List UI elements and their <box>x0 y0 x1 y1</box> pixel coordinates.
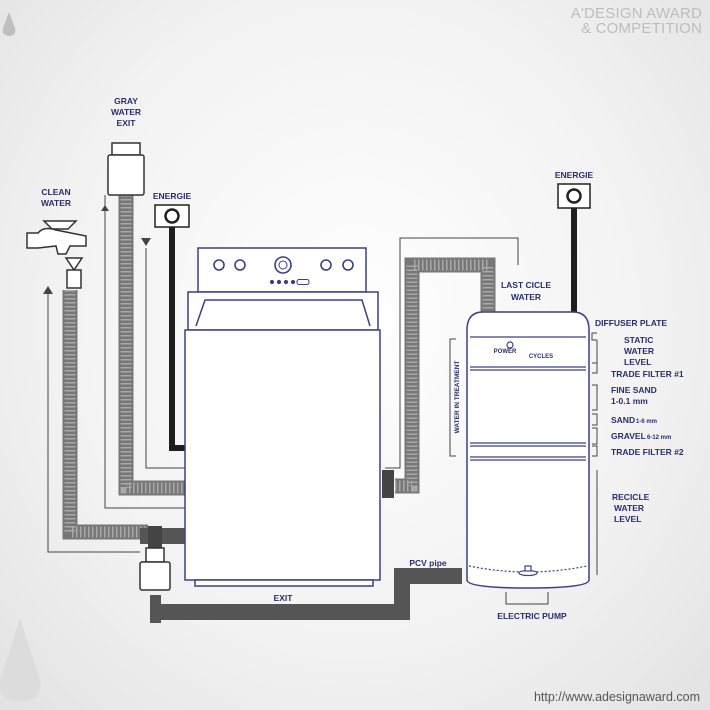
recicle-label: RECICLE <box>612 492 650 502</box>
brand-line-2: & COMPETITION <box>581 20 702 37</box>
logo-drop-bottom-icon <box>0 618 41 702</box>
exit-label: EXIT <box>274 593 294 603</box>
flow-arrow-icon <box>101 205 109 211</box>
brand-line-1: A'DESIGN AWARD <box>570 5 702 22</box>
sand-label: SAND <box>611 415 635 425</box>
electric-pump-icon <box>518 565 538 577</box>
energie-label-left: ENERGIE <box>153 191 192 201</box>
pcv-pipe-label: PCV pipe <box>409 558 447 568</box>
energie-label-right: ENERGIE <box>555 170 594 180</box>
fine-sand-label: 1-0.1 mm <box>611 396 648 406</box>
power-label: POWER <box>494 349 517 355</box>
recicle-label: LEVEL <box>614 514 641 524</box>
static-label: WATER <box>624 346 654 356</box>
static-label: STATIC <box>624 335 653 345</box>
gray-water-exit-cap <box>107 142 145 196</box>
clean-water-label: WATER <box>41 198 71 208</box>
website-url: http://www.adesignaward.com <box>533 690 700 704</box>
water-in-treatment-label: WATER IN TREATMENT <box>454 361 461 434</box>
flow-arrow-icon <box>141 238 151 246</box>
last-cycle-label: LAST CICLE <box>501 280 551 290</box>
filter-tank <box>466 311 590 589</box>
labels: GRAY WATER EXIT CLEAN WATER ENERGIE ENER… <box>41 96 593 621</box>
tank-panel <box>468 336 588 573</box>
brand-watermark: A'DESIGN AWARD & COMPETITION <box>571 6 702 36</box>
electric-pump-label: ELECTRIC PUMP <box>497 611 567 621</box>
trade-filter-1-label: TRADE FILTER #1 <box>611 369 684 379</box>
treatment-bracket <box>449 338 456 457</box>
trade-filter-2-label: TRADE FILTER #2 <box>611 447 684 457</box>
washing-machine <box>184 247 381 587</box>
logo-drop-top-icon <box>2 12 16 36</box>
last-cycle-label: WATER <box>511 292 541 302</box>
flow-lines <box>47 195 549 605</box>
gray-water-label: GRAY <box>114 96 138 106</box>
faucet-icon <box>26 220 87 289</box>
energie-socket-right <box>557 183 591 209</box>
energie-socket-left <box>154 204 190 228</box>
flow-arrow-icon <box>43 286 53 294</box>
recicle-label: WATER <box>614 503 644 513</box>
power-cable-left <box>169 226 188 451</box>
sand-size-label: 1-6 mm <box>636 419 657 425</box>
static-label: LEVEL <box>624 357 651 367</box>
gray-water-label: WATER <box>111 107 141 117</box>
washer-controls <box>213 256 354 285</box>
last-cycle-hose <box>395 257 496 494</box>
gray-water-hose <box>118 195 188 496</box>
layer-brackets <box>591 332 598 575</box>
cycles-label: CYCLES <box>529 354 553 360</box>
gravel-label: GRAVEL <box>611 431 646 441</box>
inline-filter <box>139 547 171 591</box>
layer-labels: DIFFUSER PLATE STATIC WATER LEVEL TRADE … <box>595 318 684 524</box>
clean-water-hose <box>62 290 148 540</box>
fine-sand-label: FINE SAND <box>611 385 657 395</box>
drain-pipe <box>140 470 462 623</box>
power-button <box>506 341 514 349</box>
diffuser-plate-label: DIFFUSER PLATE <box>595 318 667 328</box>
gray-water-label: EXIT <box>117 118 137 128</box>
clean-water-label: CLEAN <box>41 187 70 197</box>
gravel-size-label: 6-12 mm <box>647 435 671 441</box>
